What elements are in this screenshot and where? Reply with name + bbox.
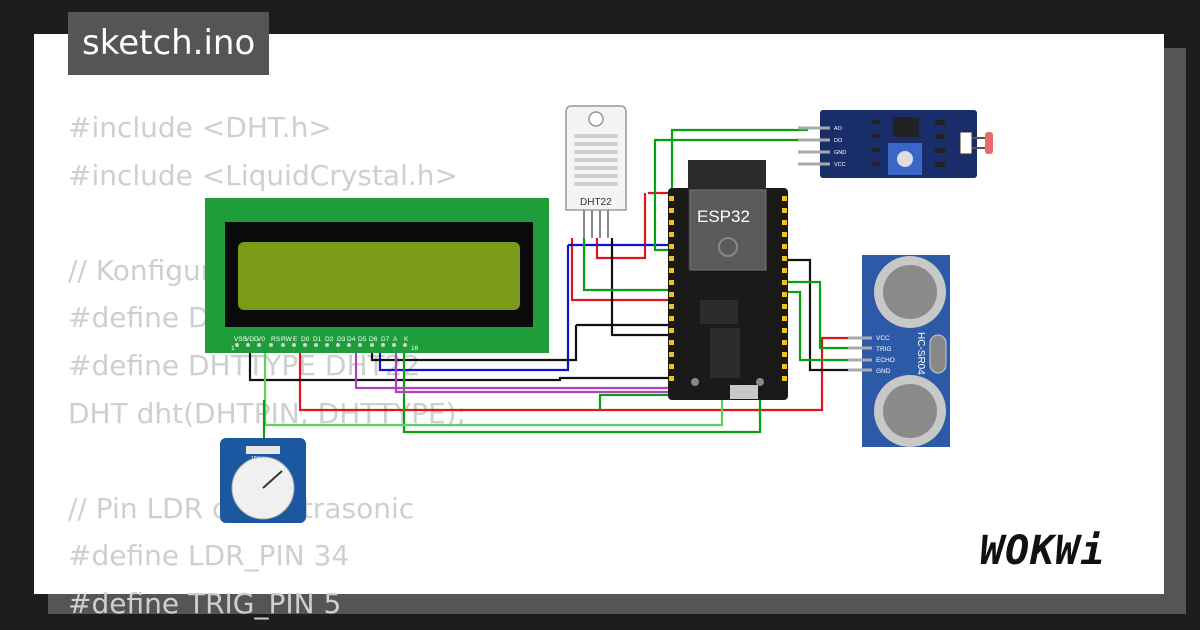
lcd-pin-label: D3: [337, 336, 346, 343]
file-tab[interactable]: sketch.ino: [68, 12, 270, 75]
ultrasonic-crystal: [929, 334, 947, 374]
ldr-pin-label: GND: [834, 150, 846, 156]
dht22-label: DHT22: [580, 197, 612, 208]
lcd-pin-label: D2: [325, 336, 334, 343]
wire: [298, 336, 852, 412]
wire: [570, 238, 672, 302]
ldr-pin-label: VCC: [834, 162, 846, 168]
esp32-pins-right: [782, 196, 787, 381]
lcd-pin-label: RW: [281, 336, 293, 343]
potentiometer[interactable]: 10K: [220, 438, 306, 523]
potentiometer-pins: [246, 446, 280, 454]
ultrasonic-sensor[interactable]: HC-SR04 VCC TRIG ECHO GND: [848, 255, 950, 447]
wire: [610, 238, 672, 337]
lcd-pin-label: E: [293, 336, 298, 343]
potentiometer-indicator: [262, 470, 283, 489]
dht22-pins: [583, 210, 609, 238]
lcd-pin-number: 16: [411, 345, 419, 352]
lcd-pins: [235, 343, 407, 347]
ultrasonic-label: HC-SR04: [915, 332, 926, 375]
lcd-pin-label: D0: [301, 336, 310, 343]
ultrasonic-pin-label: GND: [876, 368, 891, 375]
wire: [595, 193, 647, 260]
esp32-board[interactable]: ESP32: [668, 160, 788, 400]
lcd-pin-label: D7: [381, 336, 390, 343]
ldr-legs: [972, 137, 986, 149]
lcd-pin-label: VSS: [234, 336, 248, 343]
lcd-pin-label: D4: [347, 336, 356, 343]
wire: [780, 290, 852, 362]
ldr-chip: [893, 117, 919, 137]
ldr-pin-labels: AO DO GND VCC: [834, 126, 846, 168]
wire: [780, 280, 852, 350]
lcd-pin-label: D1: [313, 336, 322, 343]
code-line: #define LDR_PIN 34: [68, 539, 350, 573]
ldr-module[interactable]: AO DO GND VCC: [798, 110, 993, 178]
dht22-hole: [588, 111, 604, 127]
wokwi-logo: WOKWi: [980, 528, 1106, 574]
wire: [582, 238, 672, 292]
ldr-pin-label: DO: [834, 138, 843, 144]
ldr-pin-label: AO: [834, 126, 843, 132]
lcd-pin-label: A: [393, 336, 398, 343]
ultrasonic-mesh: [883, 265, 937, 319]
ldr-socket: [959, 131, 973, 155]
ultrasonic-pin-labels: VCC TRIG ECHO GND: [876, 335, 895, 375]
ldr-header-pins: [798, 126, 830, 166]
ldr-components: [872, 120, 945, 167]
lcd-display[interactable]: VSS VDD V0 RS RW E D0 D1 D2 D3 D4 D5 D6 …: [205, 198, 549, 353]
wire: [248, 345, 672, 382]
dht22-sensor[interactable]: DHT22: [565, 105, 627, 238]
ultrasonic-pin-label: ECHO: [876, 357, 895, 364]
lcd-screen: [238, 242, 520, 310]
esp32-module: [689, 189, 767, 271]
boot-button[interactable]: [756, 378, 764, 386]
ultrasonic-pin-label: TRIG: [876, 346, 892, 353]
wire: [653, 138, 808, 252]
esp32-chip: [700, 300, 738, 324]
wire: [780, 258, 852, 372]
ldr-trimpot-knob[interactable]: [897, 151, 913, 167]
esp32-label: ESP32: [697, 207, 750, 226]
espressif-logo-icon: [718, 237, 738, 257]
ultrasonic-mesh: [883, 384, 937, 438]
lcd-pin-label: K: [404, 336, 409, 343]
lcd-pin-labels: VSS VDD V0 RS RW E D0 D1 D2 D3 D4 D5 D6 …: [231, 336, 419, 352]
code-line: #define TRIG_PIN 5: [68, 586, 342, 620]
code-line: #define DHTTYPE DHT22: [68, 348, 421, 382]
code-line: #include <LiquidCrystal.h>: [68, 158, 458, 192]
lcd-pin-label: RS: [271, 336, 281, 343]
lcd-pin-number: 1: [231, 345, 235, 352]
wire: [378, 245, 570, 372]
en-button[interactable]: [691, 378, 699, 386]
lcd-pin-label: VDD: [245, 336, 259, 343]
esp32-chip: [710, 328, 740, 378]
wire: [598, 393, 670, 410]
dht22-grille: [574, 134, 618, 186]
esp32-pins-left: [669, 196, 674, 381]
usb-port: [730, 385, 758, 399]
ultrasonic-pin-label: VCC: [876, 335, 890, 342]
ultrasonic-pins: [848, 336, 872, 372]
lcd-pin-label: V0: [257, 336, 265, 343]
lcd-pin-label: D5: [358, 336, 367, 343]
code-line: #include <DHT.h>: [68, 111, 332, 144]
lcd-pin-label: D6: [369, 336, 378, 343]
wire: [394, 345, 710, 394]
photoresistor: [985, 132, 993, 154]
